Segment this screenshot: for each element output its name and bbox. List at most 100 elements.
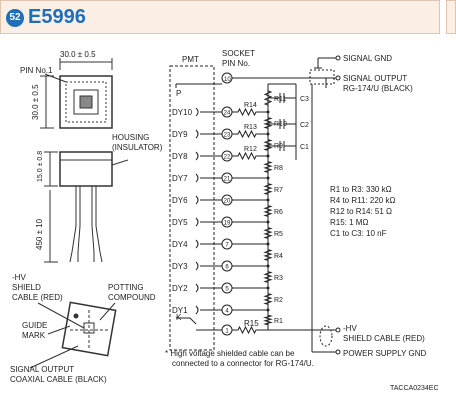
series-resistor	[232, 151, 262, 161]
socket-pin-number: 5	[225, 287, 229, 293]
hv-out-label: -HV	[343, 324, 357, 333]
divider-resistor-label: R5	[274, 231, 283, 238]
decoupling-capacitor	[268, 119, 296, 129]
socket-pin-number: 4	[225, 309, 229, 315]
outline-drawing	[29, 58, 129, 369]
signal-output-label: SIGNAL OUTPUT	[10, 365, 74, 374]
component-value-line: R12 to R14: 51 Ω	[330, 207, 392, 216]
component-value-line: R15: 1 MΩ	[330, 218, 368, 227]
potting-label: POTTING	[108, 283, 144, 292]
outline-labels: 30.0 ± 0.5 PIN No.1 30.0 ± 0.5 HOUSING (…	[10, 50, 163, 384]
component-values: R1 to R3: 330 kΩ R4 to R11: 220 kΩ R12 to …	[330, 185, 395, 238]
divider-resistor	[263, 202, 273, 220]
divider-resistor	[263, 246, 273, 264]
width-dimension: 30.0 ± 0.5	[60, 50, 96, 59]
socket-pin-number: 20	[224, 199, 231, 205]
junction	[266, 308, 270, 312]
divider-resistor-label: R6	[274, 209, 283, 216]
divider-resistor	[263, 180, 273, 198]
junction	[266, 176, 270, 180]
junction	[266, 110, 270, 114]
junction	[266, 242, 270, 246]
cathode-symbol	[176, 317, 197, 325]
socket-pin-number: 22	[224, 155, 231, 161]
divider-resistor	[263, 268, 273, 286]
dynode-symbol	[195, 239, 199, 249]
shield-cable-label: SHIELD CABLE (RED)	[343, 334, 425, 343]
drawing-code: TACCA0234EC	[390, 385, 439, 392]
divider-resistor	[263, 114, 273, 132]
divider-resistor-label: R1	[274, 318, 283, 325]
socket-bottom-view	[61, 301, 117, 357]
dynode-symbol	[195, 129, 199, 139]
header-edge	[446, 0, 456, 34]
cathode-label: K	[176, 313, 182, 322]
dynode-label: DY7	[172, 174, 188, 183]
series-resistor-label: R13	[244, 124, 257, 131]
dynode-label: DY6	[172, 196, 188, 205]
r15-label: R15	[244, 319, 259, 328]
hv-label: -HV	[12, 273, 26, 282]
dynode-symbol	[195, 217, 199, 227]
coaxial-cable-label: COAXIAL CABLE (BLACK)	[10, 375, 107, 384]
housing-side-view	[59, 151, 113, 187]
cathode-pin-number: 1	[225, 329, 229, 335]
decoupling-capacitor	[268, 93, 296, 103]
socket-pin-number: 21	[224, 177, 231, 183]
dynode-symbol	[195, 283, 199, 293]
housing-label: HOUSING	[112, 133, 149, 142]
dynode-symbol	[195, 151, 199, 161]
gnd-terminal	[335, 349, 341, 355]
note-line-1: * High voltage shielded cable can be	[165, 349, 295, 358]
power-gnd-label: POWER SUPPLY GND	[343, 349, 427, 358]
cable-shield	[319, 325, 333, 347]
socket-pin-number: 23	[224, 133, 231, 139]
dynode-symbol	[195, 305, 199, 315]
rg174-label: RG-174/U (BLACK)	[343, 84, 413, 93]
capacitor-label: C1	[300, 144, 309, 151]
socket-pin-number: 6	[225, 265, 229, 271]
cable-length-dimension: 450 ± 10	[35, 218, 44, 250]
section-number-badge: 52	[6, 9, 24, 27]
page-header: 52 E5996	[0, 0, 440, 34]
dynode-symbol	[195, 195, 199, 205]
hv-terminal	[335, 327, 341, 333]
junction	[266, 264, 270, 268]
dynode-label: DY9	[172, 130, 188, 139]
component-value-line: R4 to R11: 220 kΩ	[330, 196, 395, 205]
insulator-label: (INSULATOR)	[112, 143, 163, 152]
guide-label: GUIDE	[22, 321, 47, 330]
socket-pin-number: 24	[224, 111, 231, 117]
series-resistor	[232, 107, 262, 117]
junction	[266, 154, 270, 158]
anode-pin-number: 10	[224, 77, 231, 83]
shield-label: SHIELD	[12, 283, 41, 292]
socket-top-view	[59, 75, 113, 129]
mark-label: MARK	[22, 331, 46, 340]
divider-resistor-label: R8	[274, 165, 283, 172]
socket-pin-number: 7	[225, 243, 229, 249]
housing-dimension: 15.0 ± 0.8	[37, 151, 44, 182]
series-resistor-label: R12	[244, 146, 257, 153]
divider-resistor-label: R2	[274, 297, 283, 304]
junction	[266, 286, 270, 290]
pmt-schematic	[169, 55, 341, 351]
series-resistor	[232, 129, 262, 139]
dynode-label: DY5	[172, 218, 188, 227]
divider-resistor	[263, 136, 273, 154]
pmt-box	[169, 65, 215, 351]
dynode-symbol	[195, 107, 199, 117]
schematic-labels: PMT SOCKET PIN No. P 10 SIGNAL GND SIGNA…	[165, 49, 439, 392]
dynode-label: DY10	[172, 108, 193, 117]
note-line-2: connected to a connector for RG-174/U.	[172, 359, 314, 368]
divider-resistor-label: R3	[274, 275, 283, 282]
divider-resistor	[263, 290, 273, 308]
signal-gnd-label: SIGNAL GND	[343, 54, 392, 63]
divider-resistor	[263, 224, 273, 242]
socket-pin-number: 19	[224, 221, 231, 227]
dynode-label: DY2	[172, 284, 188, 293]
red-cable-label: CABLE (RED)	[12, 293, 63, 302]
dynode-label: DY3	[172, 262, 188, 271]
component-value-line: R1 to R3: 330 kΩ	[330, 185, 392, 194]
